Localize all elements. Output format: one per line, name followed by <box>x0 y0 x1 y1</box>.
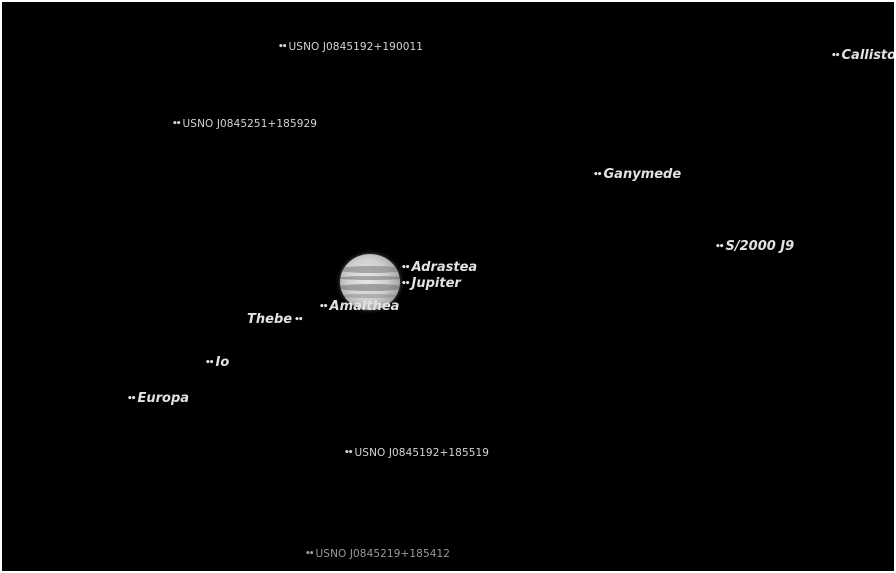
moon-label-io[interactable]: ••Io <box>205 355 230 370</box>
star-label-usno-185519[interactable]: ••USNO J0845192+185519 <box>344 447 490 459</box>
object-marker-icon: •• <box>593 170 602 180</box>
object-marker-icon: •• <box>205 358 214 368</box>
object-marker-icon: •• <box>278 42 287 52</box>
moon-label-ganymede[interactable]: ••Ganymede <box>593 167 682 182</box>
object-marker-icon: •• <box>305 549 314 559</box>
object-marker-icon: •• <box>294 315 303 325</box>
moon-label-s2000-j9[interactable]: ••S/2000 J9 <box>715 239 795 254</box>
object-marker-icon: •• <box>401 263 410 273</box>
moon-label-jupiter[interactable]: ••Jupiter <box>401 276 461 291</box>
star-label-usno-190011[interactable]: ••USNO J0845192+190011 <box>278 41 424 53</box>
moon-label-adrastea[interactable]: ••Adrastea <box>401 260 478 275</box>
star-label-usno-185412[interactable]: ••USNO J0845219+185412 <box>305 548 451 560</box>
star-label-usno-185929[interactable]: ••USNO J0845251+185929 <box>172 118 318 130</box>
object-marker-icon: •• <box>319 302 328 312</box>
object-marker-icon: •• <box>401 279 410 289</box>
object-marker-icon: •• <box>344 448 353 458</box>
object-marker-icon: •• <box>831 51 840 61</box>
jupiter-disc-icon <box>340 254 400 310</box>
object-marker-icon: •• <box>172 119 181 129</box>
object-marker-icon: •• <box>715 242 724 252</box>
object-marker-icon: •• <box>127 394 136 404</box>
moon-label-thebe[interactable]: Thebe•• <box>247 312 303 327</box>
moon-label-europa[interactable]: ••Europa <box>127 391 190 406</box>
moon-label-amalthea[interactable]: ••Amalthea <box>319 299 400 314</box>
moon-label-callisto[interactable]: ••Callisto <box>831 48 894 63</box>
